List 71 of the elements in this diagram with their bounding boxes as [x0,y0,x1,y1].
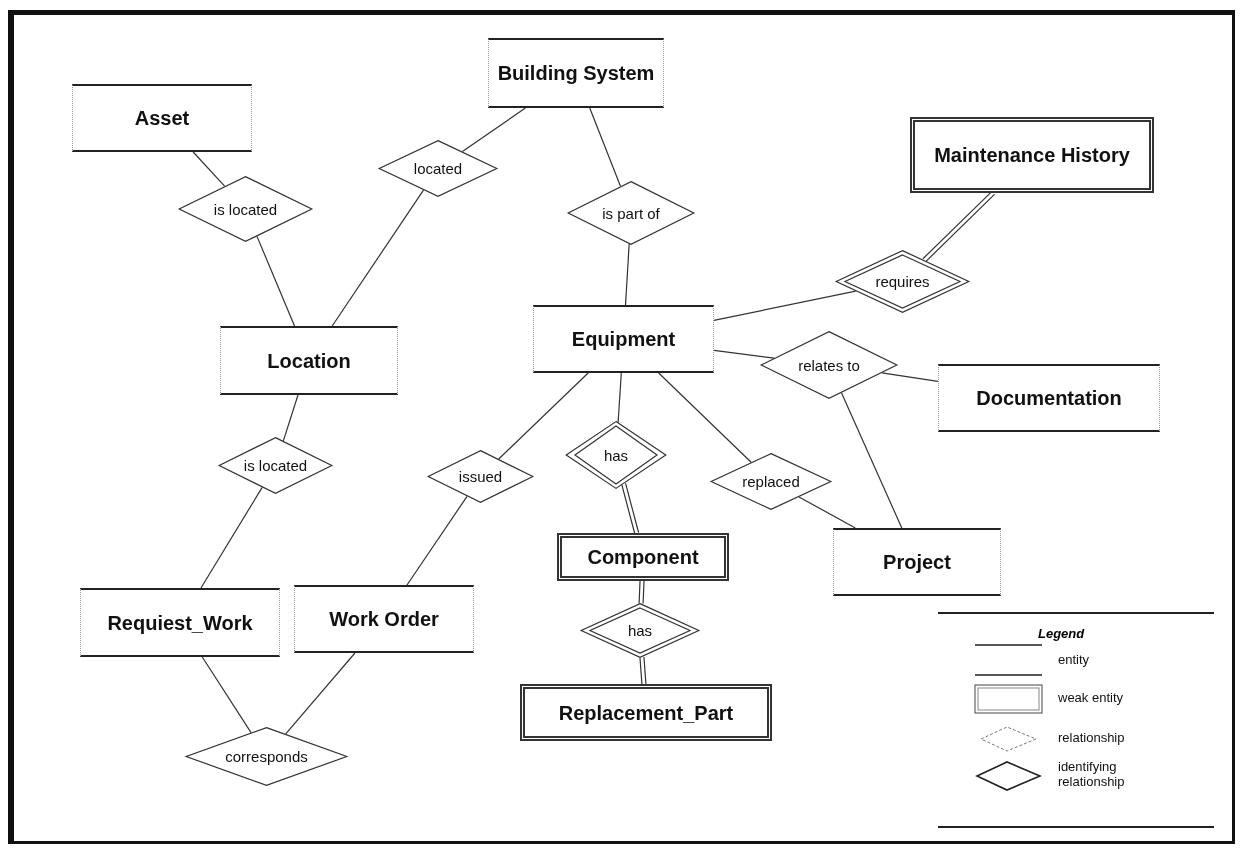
connector-line [285,652,356,735]
entity-name: Replacement_Part [558,700,734,725]
connector-line [798,496,856,529]
entity-name: Equipment [571,327,676,351]
entity-name: Maintenance History [934,143,1130,167]
relationship-label: corresponds [225,748,308,765]
entity-name: Building System [497,61,655,85]
relationship-diamond [378,140,498,197]
connector-line [713,349,775,359]
connector-line [624,243,630,306]
entity-box [80,588,280,657]
relationship-label: requires [875,273,930,290]
relationship-label: is located [213,200,278,218]
relationship-label: has [627,622,653,639]
relationship-diamond [567,181,695,245]
relationship-label: is located [243,457,308,474]
entity-box [533,305,714,373]
connector-line [639,656,647,685]
entity-name: Asset [134,106,190,130]
relationship-label: located [413,160,463,177]
weak-entity-box [910,117,1154,193]
connector-line [840,392,903,529]
legend-label: weak entity [1058,691,1125,706]
connector-line [282,394,299,442]
connector-line [406,495,468,586]
identifying-relationship-diamond [580,603,700,658]
connector-line [713,290,857,321]
relationship-diamond [427,450,534,503]
legend-title: Legend [1038,626,1085,641]
entity-name: Documentation [976,386,1122,410]
weak-entity-box [557,533,729,581]
entity-box [72,84,252,152]
connector-line [638,580,645,605]
connector-line [461,107,526,153]
entity-name: Location [267,348,351,373]
entity-box [488,38,664,108]
entity-box [220,326,398,395]
identifying-relationship-diamond [835,250,970,313]
relationship-label: replaced [742,473,800,490]
connector-line [589,107,622,187]
relationship-diamond [178,176,313,242]
connector-line [881,372,939,382]
connector-line [256,235,296,327]
connector-line [658,372,752,463]
connector-line [192,151,226,187]
relationship-diamond [218,437,333,494]
relationship-diamond [760,331,898,399]
entity-name: Project [883,550,951,574]
legend-label: identifying relationship [1058,760,1126,790]
relationship-diamond [710,453,832,510]
legend-label: relationship [1058,731,1126,746]
relationship-label: relates to [798,356,860,374]
weak-entity-box [520,684,772,741]
entity-box [294,585,474,653]
entity-box [833,528,1001,596]
identifying-relationship-diamond [565,421,667,489]
relationship-label: is part of [602,204,660,222]
relationship-label: issued [458,468,503,485]
entity-name: Requiest_Work [107,610,253,635]
connector-line [621,482,640,535]
entity-name: Work Order [329,607,439,631]
entity-name: Component [587,545,699,569]
relationship-label: has [603,446,629,464]
entity-box [938,364,1160,432]
connector-line [331,189,425,327]
connector-line [617,372,622,423]
connector-line [201,656,252,734]
legend-label: entity [1058,653,1091,668]
connector-line [498,372,589,460]
connector-line [200,486,263,589]
relationship-diamond [185,727,348,786]
